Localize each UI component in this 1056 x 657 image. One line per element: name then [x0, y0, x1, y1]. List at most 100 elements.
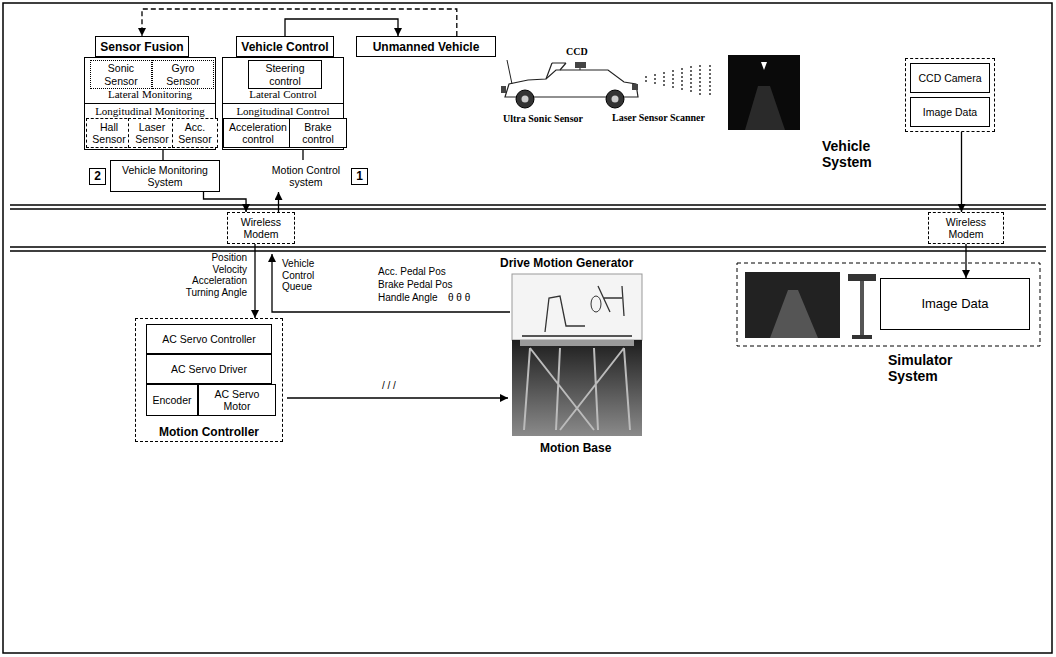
wheel — [516, 90, 534, 108]
box-text: AC Servo Driver — [169, 363, 249, 375]
outer-frame — [3, 3, 1052, 653]
motion-base-photo — [512, 340, 642, 436]
lane-mark — [761, 62, 767, 70]
laser-beam — [672, 70, 673, 90]
hub — [612, 96, 619, 103]
seat-frame — [545, 296, 585, 332]
camera-mount — [580, 68, 581, 70]
box-text: Motion Controller — [157, 425, 261, 441]
servo-box: AC Servo Motor — [198, 384, 276, 416]
control-panel: Acceleration controlBrake control Longitu… — [222, 103, 344, 150]
data-box: Image Data — [880, 278, 1030, 330]
connector — [254, 244, 255, 318]
box-text: Longitudinal Monitoring — [93, 104, 207, 118]
signal-label: Vehicle Control Queue — [282, 258, 344, 293]
system-box: Vehicle Monitoring System — [110, 160, 220, 192]
control-box: Brake control — [289, 118, 347, 148]
vehicle-figure — [501, 60, 638, 108]
monitoring-panel: Sonic SensorGyro SensorLateral Monitorin… — [84, 57, 216, 104]
box-text: Sensor Fusion — [98, 40, 185, 54]
sensor-box: Gyro Sensor — [152, 60, 214, 89]
connector — [961, 132, 962, 212]
steering-frame — [598, 286, 624, 316]
signal-label: Handle Angle — [378, 292, 438, 304]
platform-plate — [520, 340, 634, 346]
laser-beam — [663, 72, 664, 88]
box-text: CCD Camera — [910, 63, 990, 93]
seat-base — [522, 335, 632, 337]
system-box: Vehicle Control — [236, 36, 334, 57]
camera-box: CCD CameraImage Data — [905, 58, 995, 132]
modem-box: Wireless Modem — [928, 212, 1004, 244]
box-text: Sonic Sensor — [91, 62, 151, 86]
system-box: Motion Control system — [262, 160, 350, 192]
callout-number: 1 — [351, 168, 368, 185]
box-text: Longitudinal Control — [234, 104, 331, 118]
sensor-box: Laser Sensor — [128, 118, 176, 148]
photo-ground — [512, 274, 642, 340]
box-text: Vehicle Control — [239, 40, 330, 54]
monitoring-panel: Hall SensorLaser SensorAcc. Sensor Longit… — [84, 103, 216, 150]
screen-road — [770, 290, 818, 338]
box-text: Acceleration control — [224, 121, 292, 145]
box-text: Lateral Monitoring — [106, 88, 194, 103]
bus-line — [10, 247, 1046, 251]
simulator-screen — [745, 272, 840, 338]
system-box: Unmanned Vehicle — [356, 36, 496, 57]
hub — [522, 96, 529, 103]
bus-line — [10, 205, 1046, 209]
connector — [162, 150, 163, 160]
servo-box: AC Servo Driver — [146, 354, 272, 384]
laser-beam — [690, 66, 691, 94]
control-box: Acceleration control — [223, 118, 293, 148]
box-text: Unmanned Vehicle — [371, 40, 482, 54]
sensor-box: Sonic Sensor — [90, 60, 152, 89]
connector — [142, 9, 457, 36]
box-text: Gyro Sensor — [153, 62, 213, 86]
edge-label: Position Velocity Acceleration Turning A… — [175, 252, 247, 298]
laser-beam — [681, 68, 682, 92]
part-label: CCD — [566, 46, 588, 57]
box-text: Wireless Modem — [929, 216, 1003, 240]
signal-label: Brake Pedal Pos — [378, 279, 453, 291]
signal-arrow — [287, 397, 508, 398]
part-label: Ultra Sonic Sensor — [503, 113, 583, 124]
steering-wheel — [591, 296, 601, 312]
signal-label: Acc. Pedal Pos — [378, 266, 446, 278]
sensor-box: Hall Sensor — [86, 118, 132, 148]
signal-arrow — [272, 254, 510, 312]
modem-box: Wireless Modem — [227, 212, 295, 244]
box-text: Brake control — [290, 121, 346, 145]
laser-beam — [699, 65, 700, 95]
part-label: Laser Sensor Scanner — [612, 112, 705, 123]
projector-stand — [860, 281, 864, 335]
actuator-legs — [524, 348, 630, 430]
stand-base — [852, 335, 872, 339]
connector — [285, 19, 398, 36]
laser-beam — [645, 76, 646, 84]
callout-number: 2 — [89, 168, 106, 185]
box-text: Encoder — [150, 394, 193, 406]
antenna — [507, 60, 512, 84]
road-image — [745, 86, 785, 130]
drive-motion-photo — [512, 274, 642, 436]
system-label: Motion Base — [540, 441, 611, 455]
box-text: Image Data — [910, 97, 990, 127]
laser-beam — [709, 65, 710, 95]
box-text: Wireless Modem — [228, 216, 294, 240]
box-text: AC Servo Controller — [160, 333, 257, 345]
box-text: Image Data — [919, 297, 990, 312]
connector — [302, 150, 303, 160]
ccd-camera — [575, 62, 586, 68]
system-label: Drive Motion Generator — [500, 256, 633, 270]
control-box: Steering control — [248, 60, 322, 89]
simulator-frame — [737, 263, 1040, 346]
sonic-sensor — [501, 86, 506, 93]
connector — [965, 244, 966, 278]
box-text: Motion Control system — [262, 164, 350, 188]
box-text: Acc. Sensor — [173, 121, 217, 145]
controller-group: AC Servo Controller AC Servo DriverEncode… — [135, 318, 283, 442]
roll-bar — [546, 63, 566, 79]
servo-box: Encoder — [146, 384, 198, 416]
connector — [278, 192, 279, 212]
